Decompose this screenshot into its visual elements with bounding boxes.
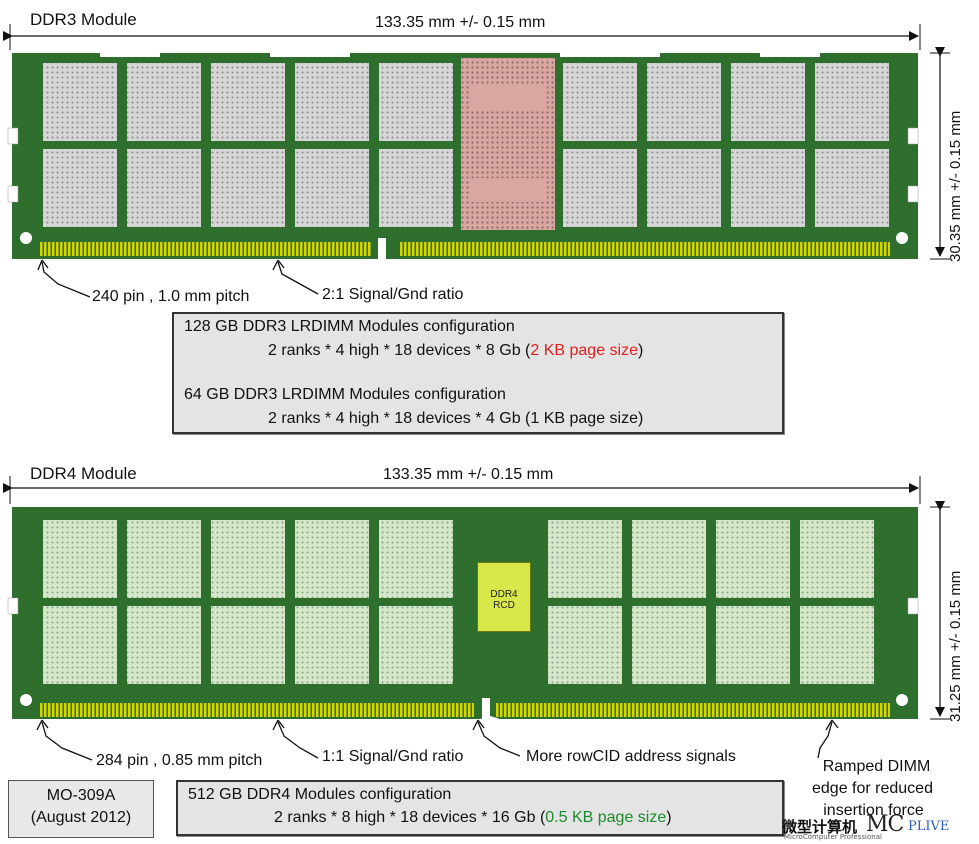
ddr3-edge-pins-right — [400, 242, 890, 256]
ddr3-edge-pins-left — [40, 242, 372, 256]
ddr3-length-label: 133.35 mm +/- 0.15 mm — [375, 14, 546, 31]
ddr4-edge-callout-line — [817, 721, 833, 759]
ddr4-rcd-label-2: RCD — [493, 600, 515, 611]
ddr3-config-note: 128 GB DDR3 LRDIMM Modules configuration… — [172, 312, 784, 434]
ddr3-config-line-1: 128 GB DDR3 LRDIMM Modules configuration — [184, 318, 515, 335]
ddr4-key-notch — [482, 698, 490, 719]
ddr3-module — [3, 24, 950, 298]
ddr3-memory-buffer-chip — [461, 58, 555, 230]
ddr4-dram-chips — [43, 520, 874, 684]
ddr3-signal-callout-line — [277, 261, 319, 295]
ddr4-page-size-highlight: 0.5 KB page size — [545, 809, 667, 826]
ddr3-page-size-highlight: 2 KB page size — [530, 342, 638, 359]
ddr4-rcd-label-1: DDR4 — [490, 589, 518, 600]
ddr3-config-line-4: 2 ranks * 4 high * 18 devices * 4 Gb (1 … — [268, 410, 644, 427]
ddr4-signal-label: 1:1 Signal/Gnd ratio — [322, 748, 464, 765]
spec-box-line-1: MO-309A — [46, 787, 116, 804]
ddr3-height-label: 30.35 mm +/- 0.15 mm — [947, 110, 964, 262]
ddr4-rcd-chip: DDR4 RCD — [477, 562, 531, 632]
spec-box-line-2: (August 2012) — [30, 809, 132, 826]
ddr4-mounting-hole-left — [20, 694, 32, 706]
ddr4-title: DDR4 Module — [30, 464, 137, 483]
ddr4-edge-pins-left — [40, 703, 474, 717]
ddr4-edge-label: Ramped DIMM edge for reduced insertion f… — [812, 756, 933, 822]
ddr3-dram-chips — [43, 63, 889, 227]
ddr4-config-line-1: 512 GB DDR4 Modules configuration — [188, 786, 452, 803]
watermark-logo-cn: 微型计算机 — [782, 818, 858, 836]
ddr3-pin-callout-line — [41, 261, 91, 298]
ddr3-config-line-2: 2 ranks * 4 high * 18 devices * 8 Gb (2 … — [268, 342, 644, 359]
ddr3-mounting-hole-left — [20, 232, 32, 244]
ddr3-signal-label: 2:1 Signal/Gnd ratio — [322, 286, 464, 303]
watermark-logo-sub: MicroComputer Professional — [784, 833, 882, 841]
spec-box: MO-309A (August 2012) — [8, 780, 154, 838]
ddr4-height-label: 31.25 mm +/- 0.15 mm — [947, 570, 964, 722]
watermark-logo-mc: MC — [866, 812, 904, 837]
ddr4-pin-label: 284 pin , 0.85 mm pitch — [96, 752, 263, 769]
ddr4-signal-callout-line — [277, 721, 319, 759]
ddr4-config-line-2: 2 ranks * 8 high * 18 devices * 16 Gb (0… — [274, 809, 672, 826]
ddr3-mounting-hole-right — [896, 232, 908, 244]
ddr3-key-notch — [378, 238, 386, 259]
ddr3-config-line-3: 64 GB DDR3 LRDIMM Modules configuration — [184, 386, 506, 403]
ddr3-title: DDR3 Module — [30, 10, 137, 29]
ddr4-mounting-hole-right — [896, 694, 908, 706]
ddr4-pin-callout-line — [41, 721, 93, 761]
ddr4-address-label: More rowCID address signals — [526, 748, 736, 765]
ddr4-edge-label-2: edge for reduced — [812, 780, 933, 797]
watermark-logo-plive: PLIVE — [908, 819, 950, 834]
ddr4-module — [3, 476, 950, 761]
ddr3-pin-label: 240 pin , 1.0 mm pitch — [92, 288, 250, 305]
ddr4-edge-label-1: Ramped DIMM — [822, 758, 931, 775]
ddr4-length-label: 133.35 mm +/- 0.15 mm — [383, 466, 554, 483]
ddr4-address-callout-line — [477, 721, 521, 757]
ddr4-edge-label-3: insertion force — [823, 802, 924, 819]
ddr4-config-note: 512 GB DDR4 Modules configuration 2 rank… — [176, 780, 784, 836]
ddr4-edge-pins-right — [496, 703, 890, 717]
